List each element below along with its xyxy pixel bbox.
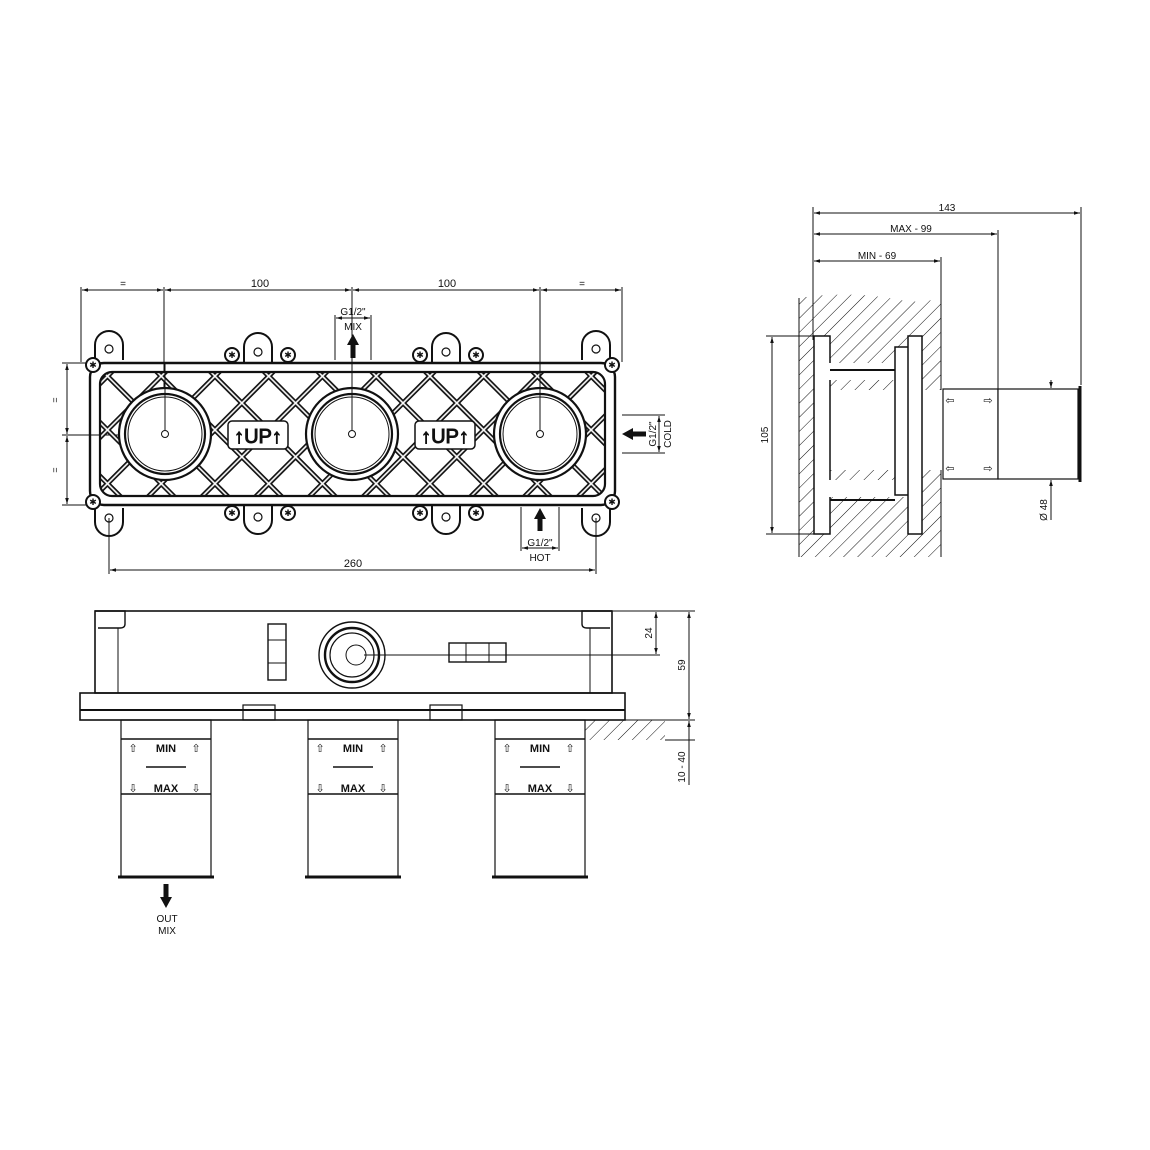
svg-text:⇧: ⇧: [378, 742, 387, 755]
svg-text:⇨: ⇨: [983, 394, 992, 407]
dim-equal-bottom: =: [50, 467, 60, 472]
dim-equal-left: =: [120, 279, 126, 290]
svg-text:⇩: ⇩: [378, 782, 387, 795]
up-mark-left: ↑UP↑: [234, 426, 282, 448]
mix-port-callout: G1/2" MIX: [334, 307, 372, 360]
svg-text:✱: ✱: [416, 351, 424, 361]
dim-total-depth: 143: [939, 203, 956, 214]
svg-text:⇧: ⇧: [315, 742, 324, 755]
dim-top-offset: 24: [644, 627, 655, 639]
sleeve-max-label: MAX: [154, 783, 179, 795]
sleeve-center: MIN MAX ⇧ ⇧ ⇩ ⇩: [305, 719, 401, 879]
cold-label: COLD: [663, 420, 674, 448]
svg-text:⇧: ⇧: [565, 742, 574, 755]
svg-text:✱: ✱: [472, 509, 480, 519]
dim-spacing-1: 100: [251, 278, 269, 290]
sleeve-right: MIN MAX ⇧ ⇧ ⇩ ⇩: [492, 719, 588, 879]
svg-text:✱: ✱: [608, 361, 616, 371]
front-view: = 100 100 = = =: [50, 278, 674, 574]
svg-text:⇧: ⇧: [191, 742, 200, 755]
cold-size: G1/2": [648, 421, 659, 447]
sleeve-min-label: MIN: [343, 743, 363, 755]
svg-text:✱: ✱: [608, 498, 616, 508]
svg-text:⇩: ⇩: [565, 782, 574, 795]
hot-port-callout: G1/2" HOT: [520, 507, 560, 564]
mix-label: MIX: [344, 322, 362, 333]
svg-text:✱: ✱: [89, 361, 97, 371]
dim-height: 105: [760, 426, 771, 443]
svg-text:✱: ✱: [284, 351, 292, 361]
svg-text:⇩: ⇩: [502, 782, 511, 795]
svg-text:✱: ✱: [416, 509, 424, 519]
dim-body-height: 59: [677, 659, 688, 671]
side-view: 143 MAX - 99 MIN - 69 ⇦ ⇨ ⇦ ⇨ 105 Ø 48: [760, 203, 1082, 557]
out-arrow-icon: [160, 884, 172, 908]
dim-diameter: Ø 48: [1039, 499, 1050, 521]
svg-text:✱: ✱: [284, 509, 292, 519]
svg-text:✱: ✱: [228, 351, 236, 361]
svg-text:✱: ✱: [228, 509, 236, 519]
hot-arrow-icon: [534, 508, 546, 531]
svg-text:⇩: ⇩: [128, 782, 137, 795]
svg-text:⇩: ⇩: [315, 782, 324, 795]
hot-size: G1/2": [527, 538, 553, 549]
screws: ✱ ✱ ✱ ✱ ✱ ✱ ✱ ✱ ✱ ✱ ✱ ✱: [85, 347, 620, 521]
outlet-line2: MIX: [158, 926, 176, 937]
svg-text:⇧: ⇧: [128, 742, 137, 755]
dim-equal-right: =: [579, 279, 585, 290]
bottom-view: MIN MAX ⇧ ⇧ ⇩ ⇩ MIN MAX ⇧ ⇧ ⇩ ⇩ MIN MAX ⇧ ⇧ ⇩ ⇩ O…: [79, 610, 695, 937]
dim-spacing-2: 100: [438, 278, 456, 290]
sleeve-max-label: MAX: [341, 783, 366, 795]
svg-text:⇧: ⇧: [502, 742, 511, 755]
dim-min-depth: MIN - 69: [858, 251, 897, 262]
sleeve-left: MIN MAX ⇧ ⇧ ⇩ ⇩: [118, 719, 214, 879]
hot-label: HOT: [529, 553, 550, 564]
mix-arrow-icon: [347, 334, 359, 358]
valve-bores: [117, 363, 588, 482]
cold-arrow-icon: [622, 428, 646, 440]
up-mark-right: ↑UP↑: [421, 426, 469, 448]
dim-max-depth: MAX - 99: [890, 224, 932, 235]
cold-port-callout: G1/2" COLD: [622, 414, 674, 454]
dim-overall-width: 260: [344, 558, 362, 570]
sleeve-max-label: MAX: [528, 783, 553, 795]
svg-text:⇦: ⇦: [945, 394, 954, 407]
outlet-line1: OUT: [156, 914, 177, 925]
dim-wall-range: 10 - 40: [677, 751, 688, 783]
svg-text:⇦: ⇦: [945, 462, 954, 475]
svg-text:✱: ✱: [89, 498, 97, 508]
mix-size: G1/2": [340, 307, 366, 318]
svg-text:✱: ✱: [472, 351, 480, 361]
dim-equal-top: =: [50, 397, 60, 402]
svg-text:⇨: ⇨: [983, 462, 992, 475]
sleeve-min-label: MIN: [156, 743, 176, 755]
svg-text:⇩: ⇩: [191, 782, 200, 795]
sleeve-min-label: MIN: [530, 743, 550, 755]
